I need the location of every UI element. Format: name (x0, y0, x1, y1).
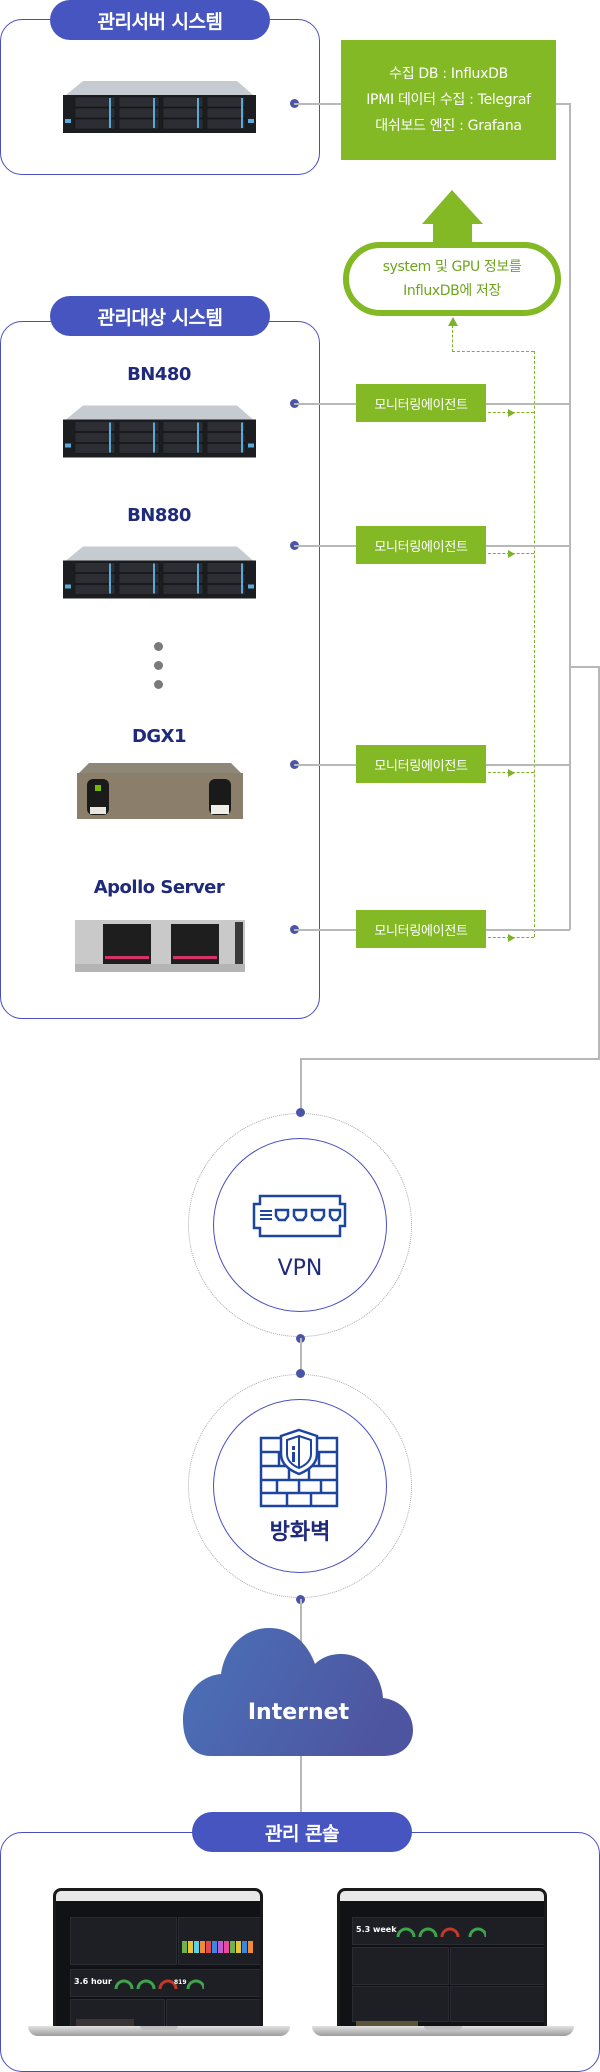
collector-dashboard-line: 대쉬보드 엔진 : Grafana (375, 118, 522, 134)
connector-line (486, 403, 570, 405)
nvidia-dgx1-image (77, 763, 243, 819)
browser-bar (56, 1891, 260, 1901)
store-to-influxdb-label: system 및 GPU 정보를 InfluxDB에 저장 (343, 242, 561, 316)
uptime-stat: 3.6 hour (74, 1977, 112, 1986)
vpn-label: VPN (277, 1256, 323, 1281)
dashboard-panel (166, 1999, 260, 2028)
store-label-line: system 및 GPU 정보를 (382, 259, 522, 275)
rack-server-image (63, 546, 256, 599)
monitoring-agent-badge: 모니터링에이전트 (356, 526, 486, 564)
monitoring-agent-badge: 모니터링에이전트 (356, 384, 486, 422)
connector-dot (296, 1108, 305, 1117)
dashed-arrow-right-icon (508, 934, 515, 942)
gauge-icons (396, 1927, 486, 1938)
laptop-notch (424, 2026, 462, 2030)
dashed-arrow-up-icon (448, 317, 458, 326)
chart-area (76, 2019, 134, 2026)
dashboard-panel (352, 1986, 449, 2022)
rack-server-image (63, 81, 256, 133)
connector-line (294, 545, 356, 547)
dashboard-panel (352, 1917, 544, 1945)
apollo-server-image (75, 920, 245, 972)
dashed-arrow-right-icon (508, 409, 515, 417)
management-server-title: 관리서버 시스템 (50, 0, 270, 40)
dashed-line (452, 325, 453, 352)
more-servers-ellipsis (154, 642, 163, 651)
server-name: DGX1 (131, 726, 187, 747)
chart-area (356, 2021, 418, 2028)
dashboard-panel (70, 1917, 177, 1965)
laptop-notch (140, 2026, 178, 2030)
browser-bar (340, 1891, 544, 1901)
management-console-title: 관리 콘솔 (192, 1812, 412, 1852)
monitoring-agent-badge: 모니터링에이전트 (356, 910, 486, 948)
connector-line (486, 929, 570, 931)
dashboard-panel (450, 1986, 544, 2022)
laptop-base (312, 2026, 574, 2036)
network-link-line (300, 1338, 302, 1373)
internet-label: Internet (247, 1700, 350, 1725)
network-switch-icon (252, 1194, 347, 1238)
firewall-label: 방화벽 (269, 1520, 331, 1545)
monitoring-agent-badge: 모니터링에이전트 (356, 745, 486, 783)
dashboard-laptop: 5.3 week (312, 1888, 574, 2038)
collector-ipmi-line: IPMI 데이터 수집 : Telegraf (366, 92, 531, 108)
cloud-icon (183, 1628, 413, 1756)
connector-line (294, 403, 356, 405)
laptop-base (28, 2026, 290, 2036)
dashboard-panel (450, 1947, 544, 1985)
dashed-line (452, 351, 534, 352)
connector-dot (296, 1369, 305, 1378)
server-name: BN480 (127, 364, 191, 385)
dashed-line (534, 351, 535, 937)
upload-arrow-icon (422, 190, 483, 244)
gauge-value: 819 (174, 1979, 187, 1986)
vpn-node (213, 1138, 387, 1312)
firewall-shield-icon (259, 1428, 339, 1508)
server-name: BN880 (127, 505, 191, 526)
more-servers-ellipsis (154, 661, 163, 670)
store-label-line: InfluxDB에 저장 (403, 283, 501, 299)
dashboard-laptop: 3.6 hour 819 (28, 1888, 290, 2038)
grafana-dashboard-screen: 3.6 hour 819 (53, 1888, 263, 2031)
connector-line (486, 545, 570, 547)
network-link-line (300, 1058, 302, 1112)
dashed-arrow-right-icon (508, 550, 515, 558)
collector-db-line: 수집 DB : InfluxDB (389, 66, 508, 82)
network-link-line (569, 666, 600, 668)
connector-line (294, 929, 356, 931)
rack-server-image (63, 405, 256, 458)
agent-bus-line (569, 103, 571, 930)
connector-line (294, 103, 341, 105)
dashed-arrow-right-icon (508, 769, 515, 777)
connector-line (486, 764, 570, 766)
connector-line (556, 103, 570, 105)
bar-gauge-panel (182, 1941, 253, 1953)
network-link-line (300, 1058, 600, 1060)
more-servers-ellipsis (154, 680, 163, 689)
managed-systems-title: 관리대상 시스템 (50, 296, 270, 336)
network-link-line (598, 666, 600, 1059)
grafana-dashboard-screen: 5.3 week (337, 1888, 547, 2031)
collector-info-box: 수집 DB : InfluxDB IPMI 데이터 수집 : Telegraf … (341, 40, 556, 160)
dashboard-panel (352, 1947, 449, 1985)
gauge-icons (114, 1979, 204, 1990)
uptime-stat: 5.3 week (356, 1925, 397, 1934)
server-name: Apollo Server (93, 877, 225, 898)
connector-line (294, 764, 356, 766)
